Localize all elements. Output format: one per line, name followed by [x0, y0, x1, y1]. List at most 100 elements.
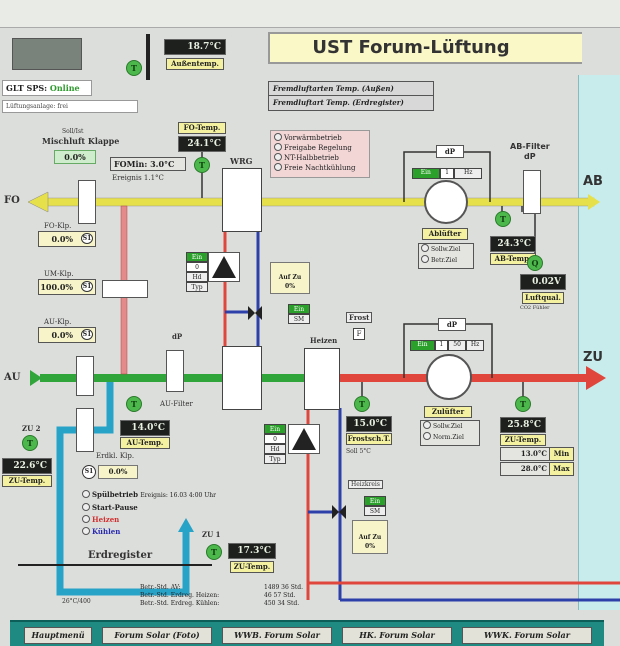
fo-label: FO: [4, 195, 20, 206]
outside-temp-value: 18.7°C: [164, 39, 226, 55]
air-quality-value: 0.02V: [520, 274, 566, 290]
nav-wwk-forum-solar[interactable]: WWK. Forum Solar: [462, 627, 592, 644]
info-line: Lüftungsanlage: frei: [2, 100, 138, 113]
air-quality-label: Luftqual.: [522, 292, 564, 304]
mode-item[interactable]: NT-Halbbetrieb: [274, 153, 366, 163]
heater-valve-state[interactable]: Ein SM: [364, 496, 386, 518]
heater-valve-icon[interactable]: [332, 505, 346, 519]
counter-row: Betr.-Std. Erdreg. Kühlen:450 34 Std.: [140, 600, 300, 607]
erd-mode-item[interactable]: Heizen: [82, 514, 216, 526]
fo-arrow: [27, 191, 49, 213]
zu-max-row[interactable]: 28.0°C Max: [500, 462, 574, 476]
damper-um-value[interactable]: 100.0%S1: [38, 279, 96, 295]
earth-damper[interactable]: [76, 408, 94, 452]
wrg-label: WRG: [230, 156, 253, 166]
air-quality-sensor[interactable]: Q: [527, 255, 543, 271]
exhaust-fan-name: Ablüfter: [422, 228, 468, 240]
supply-fan-options: Sollw.Ziel Norm.Ziel: [420, 420, 480, 446]
wrg-pump-icon[interactable]: [208, 252, 240, 282]
zu2-sensor[interactable]: T: [22, 435, 38, 451]
mode-list: Vorwärmbetrieb Freigabe Regelung NT-Halb…: [270, 130, 370, 178]
radio-icon: [274, 143, 282, 151]
fo-min-sub: Ereignis 1.1°C: [112, 174, 164, 182]
frost-sub: Soll 5°C: [346, 448, 371, 455]
logo-block: [12, 38, 82, 70]
damper-fo-value[interactable]: 0.0%S1: [38, 231, 96, 247]
ab-temp-sensor[interactable]: T: [495, 211, 511, 227]
nav-forum-solar-foto[interactable]: Forum Solar (Foto): [102, 627, 212, 644]
wrg-pump-panel[interactable]: Ein 0 Hd Typ: [186, 252, 208, 296]
heater-exchanger[interactable]: [304, 348, 340, 410]
supply-option[interactable]: Sollw.Ziel: [423, 421, 479, 432]
wrg-valve-icon[interactable]: [248, 306, 262, 320]
nav-bar: Hauptmenü Forum Solar (Foto) WWB. Forum …: [10, 620, 604, 646]
ab-label: AB: [583, 174, 603, 189]
plc-label: GLT SPS:: [6, 83, 48, 93]
mixing-value: 0.0%: [54, 150, 96, 164]
legend-box: Fremdluftarten Temp. (Außen) Fremdluftar…: [268, 81, 434, 111]
mode-item[interactable]: Vorwärmbetrieb: [274, 133, 366, 143]
nav-hk-forum-solar[interactable]: HK. Forum Solar: [342, 627, 452, 644]
damper-au-value[interactable]: 0.0%S1: [38, 327, 96, 343]
wrg-valve-state[interactable]: Ein SM: [270, 304, 310, 326]
erdreg-value[interactable]: 0.0%: [98, 465, 138, 479]
wrg-lower-exchanger[interactable]: [222, 346, 262, 410]
zu-label: ZU: [583, 350, 603, 365]
supply-fan-icon[interactable]: [426, 354, 472, 400]
au-filter-name: AU-Filter: [160, 400, 193, 408]
exhaust-fan-status[interactable]: Ein 1 Hz: [412, 168, 482, 179]
supply-fan-name: Zulüfter: [424, 406, 472, 418]
supply-option[interactable]: Norm.Ziel: [423, 432, 479, 443]
ab-filter[interactable]: [523, 170, 541, 214]
exhaust-option[interactable]: Sollw.Ziel: [421, 244, 473, 255]
wrg-upper-exchanger[interactable]: [222, 168, 262, 232]
zu1-sensor[interactable]: T: [206, 544, 222, 560]
erd-mode-item[interactable]: Start-Pause: [82, 502, 216, 514]
fo-duct-damper[interactable]: [78, 180, 96, 224]
au-damper[interactable]: [76, 356, 94, 396]
damper-name: AU-Klp.: [44, 318, 72, 326]
counter-row: Betr.-Std. Erdreg. Heizen:46 57 Std.: [140, 592, 296, 599]
outside-wall-icon: [146, 34, 150, 80]
supply-fan-status[interactable]: Ein 1 50 Hz: [410, 340, 485, 351]
heater-pump-icon[interactable]: [288, 424, 320, 454]
ab-filter-name: AB-Filter: [510, 142, 550, 151]
ab-filter-sub: dP: [524, 152, 536, 161]
exhaust-option[interactable]: Betr.Ziel: [421, 255, 473, 266]
heater-pump-panel[interactable]: Ein 0 Hd Typ: [264, 424, 286, 468]
outside-temp-label: Außentemp.: [166, 58, 224, 70]
exhaust-fan-icon[interactable]: [424, 180, 468, 224]
mode-item[interactable]: Freigabe Regelung: [274, 143, 366, 153]
damper-state-icon: S1: [81, 281, 93, 292]
erd-mode-item[interactable]: Spülbetrieb Ereignis: 16.03 4:00 Uhr: [82, 489, 216, 502]
damper-state-icon: S1: [81, 329, 93, 340]
nav-wwb-forum-solar[interactable]: WWB. Forum Solar: [222, 627, 332, 644]
mode-item[interactable]: Freie Nachtkühlung: [274, 163, 366, 173]
frost-sensor[interactable]: T: [354, 396, 370, 412]
erdregister-code: 26°C/400: [62, 598, 91, 605]
erd-mode-item[interactable]: Kühlen: [82, 526, 216, 538]
radio-icon: [274, 163, 282, 171]
nav-hauptmenue[interactable]: Hauptmenü: [24, 627, 92, 644]
exhaust-fan-options: Sollw.Ziel Betr.Ziel: [418, 243, 474, 269]
zu-temp-sensor[interactable]: T: [515, 396, 531, 412]
zu-temp-label: ZU-Temp.: [500, 434, 546, 446]
damper-name: FO-Klp.: [44, 222, 72, 230]
air-quality-sub: CO2 Fühler: [520, 305, 550, 311]
page-title: UST Forum-Lüftung: [312, 37, 510, 58]
legend-line-1: Fremdluftarten Temp. (Außen): [269, 82, 433, 96]
zu-min-row[interactable]: 13.0°C Min: [500, 447, 574, 461]
au-filter-dp: dP: [172, 332, 183, 341]
recirc-damper[interactable]: [102, 280, 148, 298]
outside-temp-sensor[interactable]: T: [126, 60, 142, 76]
au-temp-sensor[interactable]: T: [126, 396, 142, 412]
radio-icon: [274, 133, 282, 141]
heater-label: Heizen: [310, 336, 338, 345]
side-panel: [578, 75, 620, 610]
au-filter[interactable]: [166, 350, 184, 392]
plc-state: Online: [49, 83, 80, 93]
frost-label: Frost: [346, 312, 373, 323]
fo-temp-sensor[interactable]: T: [194, 157, 210, 173]
